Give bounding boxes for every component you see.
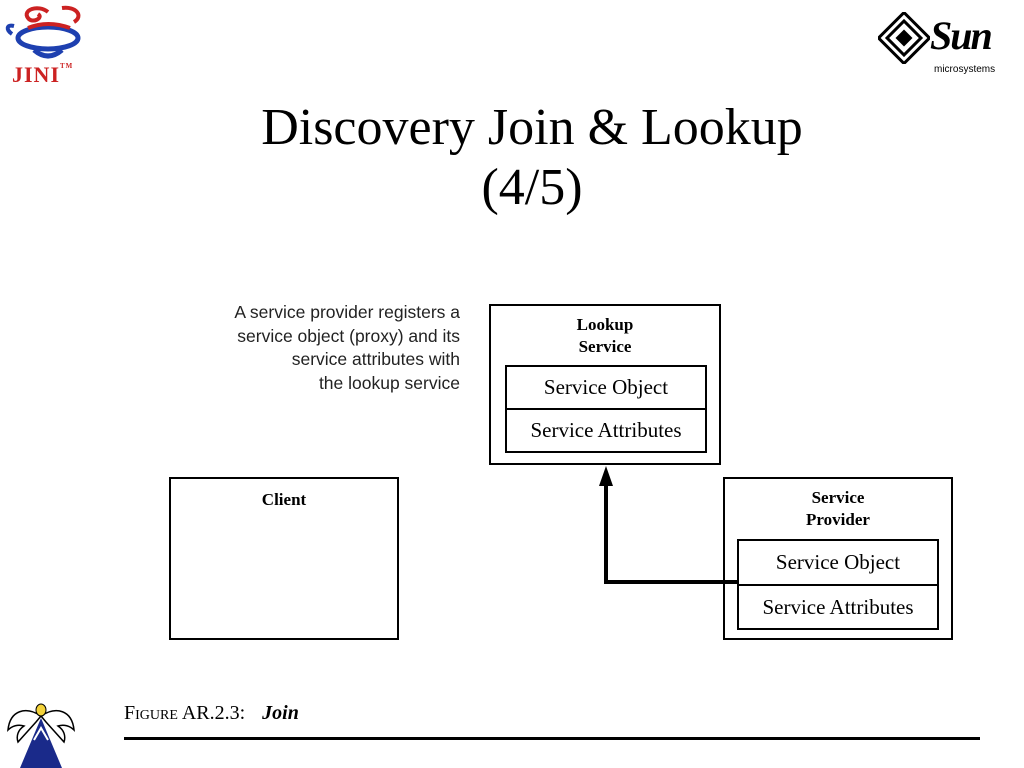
figure-caption: Figure AR.2.3: Join xyxy=(124,702,299,725)
description: A service provider registers a service o… xyxy=(150,301,460,395)
client-box: Client xyxy=(169,477,399,640)
service-provider-label: Service Provider xyxy=(725,479,951,531)
slide-title: Discovery Join & Lookup (4/5) xyxy=(0,98,1024,218)
jini-logo: JINITM xyxy=(4,4,90,94)
jini-lamp-icon xyxy=(5,5,81,59)
sun-subtext: microsystems xyxy=(934,64,996,75)
client-label: Client xyxy=(261,490,307,509)
sun-logo: Sun microsystems xyxy=(878,12,1018,84)
jini-trademark: TM xyxy=(60,62,74,70)
provider-service-attributes: Service Attributes xyxy=(737,584,939,630)
join-arrow-head xyxy=(599,466,613,486)
slide-title-line1: Discovery Join & Lookup xyxy=(261,99,803,156)
description-line: service attributes with xyxy=(291,349,460,369)
description-line: service object (proxy) and its xyxy=(237,325,460,346)
figure-name: Join xyxy=(262,702,299,724)
figure-prefix: Figure xyxy=(124,702,178,724)
jini-wordmark: JINI xyxy=(12,62,61,87)
description-line: A service provider registers a xyxy=(234,302,460,322)
sun-diamond-icon xyxy=(878,12,930,64)
caption-rule xyxy=(124,737,980,740)
lookup-service-label: Lookup Service xyxy=(491,306,719,358)
lookup-service-object: Service Object xyxy=(505,365,707,410)
angel-logo-icon xyxy=(7,703,75,768)
slide-title-line2: (4/5) xyxy=(481,159,583,216)
provider-label-line2: Provider xyxy=(806,510,870,529)
lookup-label-line1: Lookup xyxy=(576,315,634,334)
provider-label-line1: Service xyxy=(811,488,865,507)
figure-number: AR.2.3: xyxy=(181,702,246,724)
join-arrow-line xyxy=(604,484,737,584)
sun-wordmark: Sun xyxy=(930,13,993,58)
description-line: the lookup service xyxy=(318,372,460,393)
provider-service-object: Service Object xyxy=(737,539,939,586)
lookup-label-line2: Service xyxy=(578,337,632,356)
lookup-service-attributes: Service Attributes xyxy=(505,408,707,453)
